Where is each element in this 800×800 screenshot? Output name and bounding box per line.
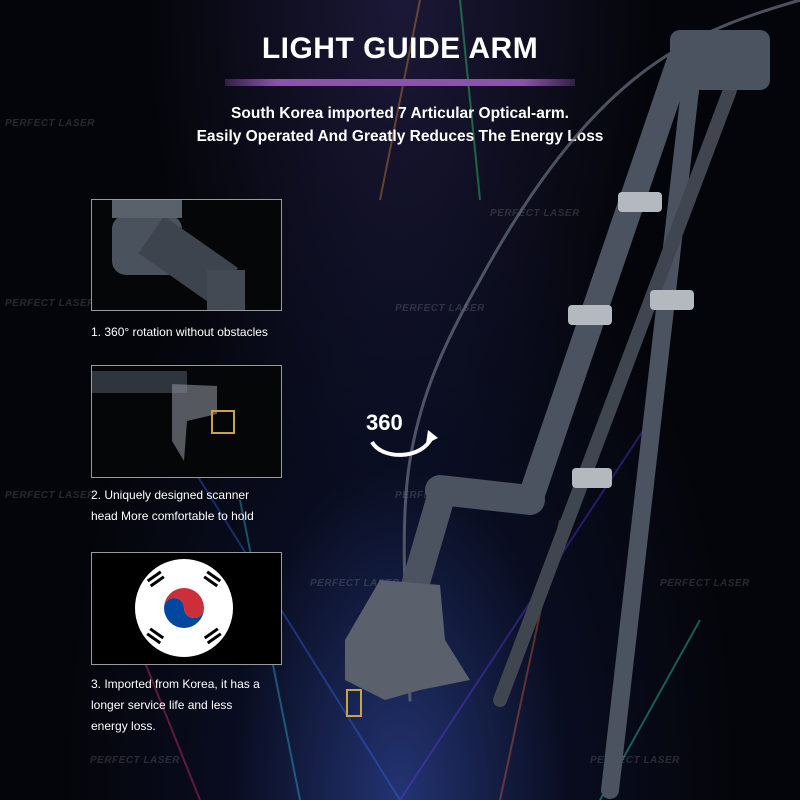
subtitle-line-2: Easily Operated And Greatly Reduces The …: [196, 128, 604, 145]
title-underline: [225, 79, 575, 86]
feature-caption-2: 2. Uniquely designed scanner head More c…: [91, 488, 254, 523]
subtitle-line-1: South Korea imported 7 Articular Optical…: [231, 105, 569, 122]
rotation-label: 360: [366, 410, 403, 435]
watermark: PERFECT LASER: [5, 490, 95, 501]
watermark: PERFECT LASER: [90, 755, 180, 766]
watermark: PERFECT LASER: [590, 755, 680, 766]
feature-caption-1: 1. 360° rotation without obstacles: [91, 325, 268, 339]
watermark: PERFECT LASER: [395, 303, 485, 314]
watermark: PERFECT LASER: [490, 208, 580, 219]
watermark: PERFECT LASER: [5, 118, 95, 129]
feature-caption-3: 3. Imported from Korea, it has a longer …: [91, 677, 260, 733]
rotation-360-badge: 360: [362, 402, 442, 462]
rotation-arrow-icon: [370, 436, 434, 457]
watermark: PERFECT LASER: [5, 298, 95, 309]
feature-image-korea-flag: [91, 552, 282, 665]
watermark: PERFECT LASER: [310, 578, 400, 589]
watermark: PERFECT LASER: [660, 578, 750, 589]
page-title: LIGHT GUIDE ARM: [261, 32, 539, 65]
feature-image-scanner-head: [91, 365, 282, 478]
feature-image-arm-joint: [91, 199, 282, 311]
subtitle: South Korea imported 7 Articular Optical…: [0, 102, 800, 148]
